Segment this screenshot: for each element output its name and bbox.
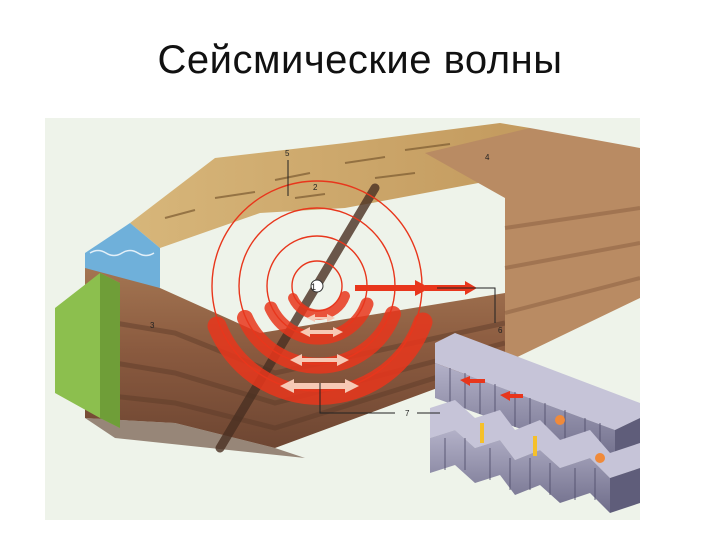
seismic-waves-diagram: 1 2 3 4 5 6 7: [45, 118, 640, 520]
slide-title: Сейсмические волны: [157, 38, 563, 82]
fault-line: [215, 183, 380, 453]
hillside-strata: [504, 206, 640, 315]
earth-base: [85, 418, 305, 458]
label-p-wave: 6: [498, 326, 503, 335]
s-wave-block: [430, 400, 640, 513]
wave-bands: [207, 291, 433, 405]
water-waves: [89, 249, 155, 257]
hillside: [425, 128, 640, 363]
leader-lines: [287, 160, 496, 414]
label-focus: 1: [311, 282, 316, 292]
label-ground-surface: 5: [285, 149, 290, 158]
label-s-wave: 7: [405, 409, 410, 418]
label-fault-scarp: 2: [313, 183, 318, 192]
water: [85, 223, 160, 288]
label-rock-layer: 3: [150, 321, 155, 330]
earth-block: [85, 253, 505, 448]
green-block-edge: [100, 273, 120, 428]
surface-texture: [164, 143, 476, 219]
label-hillside: 4: [485, 153, 490, 162]
earthquake-focus: [310, 279, 324, 293]
